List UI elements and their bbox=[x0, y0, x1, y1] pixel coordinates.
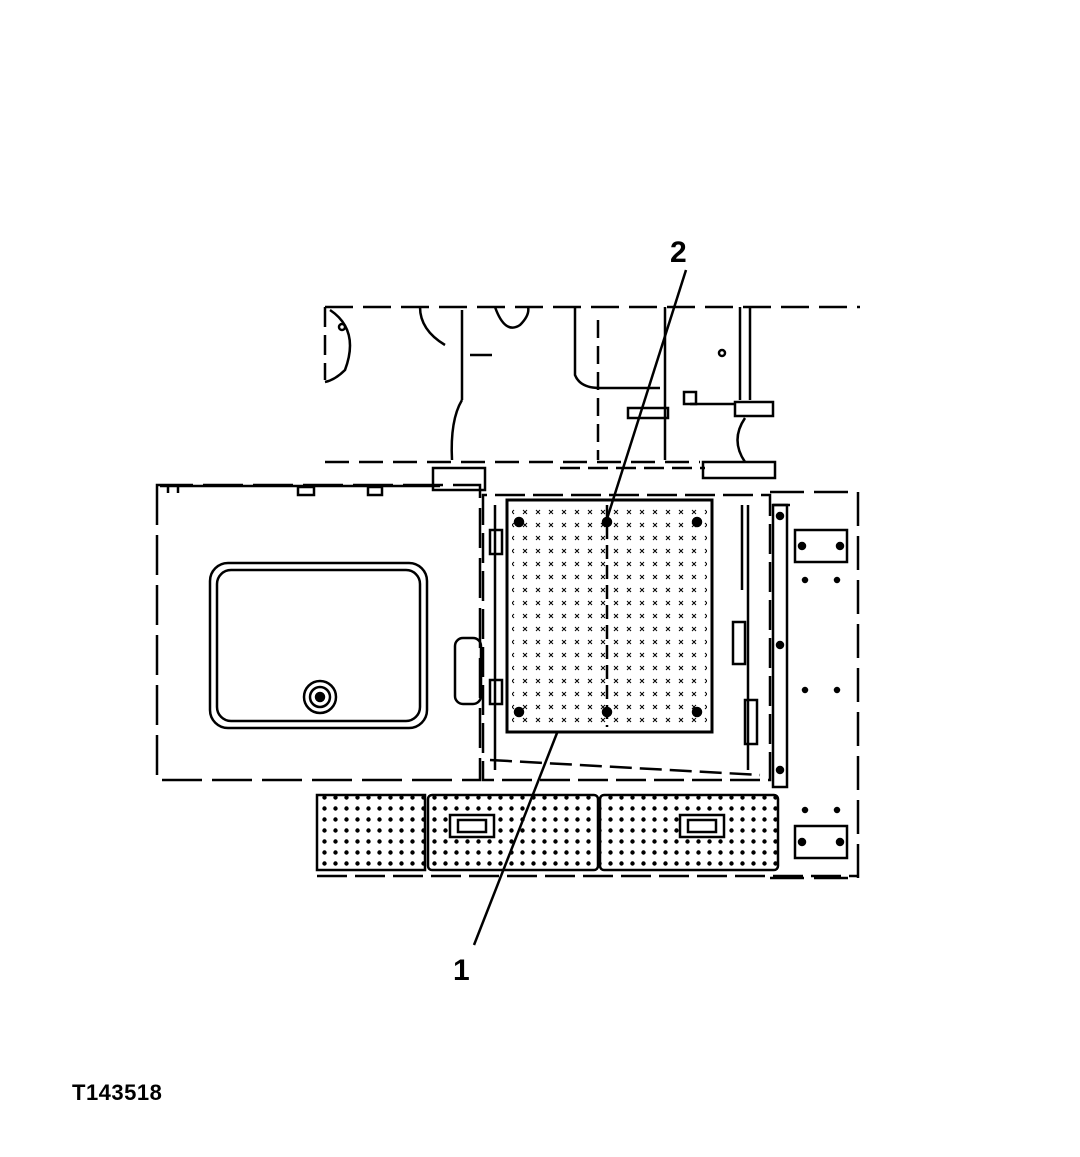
mount-plate-bottom-bolt-1 bbox=[797, 837, 807, 847]
door-latch-outer bbox=[302, 679, 338, 715]
rail-bolt-1 bbox=[775, 511, 785, 521]
bracket-plate-3 bbox=[701, 460, 777, 480]
frame-dot-2 bbox=[833, 576, 841, 584]
screen-bolt-bottom-left bbox=[513, 706, 525, 718]
mount-plate-top-bolt-1 bbox=[797, 541, 807, 551]
frame-dot-5 bbox=[801, 806, 809, 814]
upper-right-bolt bbox=[717, 348, 727, 358]
screen-bolt-top-left bbox=[513, 516, 525, 528]
rail-bolt-2 bbox=[775, 640, 785, 650]
filter-screen-mesh bbox=[512, 505, 707, 727]
hinge-block-bottom bbox=[488, 678, 504, 706]
tread-plate-left bbox=[315, 793, 427, 872]
right-frame-panel bbox=[770, 490, 860, 880]
upper-curved-bracket bbox=[324, 308, 352, 384]
door-hinge-top bbox=[431, 466, 487, 492]
frame-dot-4 bbox=[833, 686, 841, 694]
vertical-rod-bend bbox=[450, 399, 464, 461]
bracket-plate-2 bbox=[733, 400, 775, 418]
mount-plate-top-bolt-2 bbox=[835, 541, 845, 551]
mount-plate-top bbox=[793, 528, 849, 564]
upper-left-bolt bbox=[337, 322, 347, 332]
screen-bolt-bottom-right bbox=[691, 706, 703, 718]
right-latch-2 bbox=[743, 698, 759, 746]
screen-bolt-bottom-mid bbox=[601, 706, 613, 718]
callout-1-leader bbox=[472, 732, 559, 946]
frame-dot-6 bbox=[833, 806, 841, 814]
upper-hose bbox=[418, 306, 446, 347]
door-latch-inner bbox=[314, 691, 326, 703]
upper-mid-bracket bbox=[573, 307, 660, 390]
mount-plate-bottom bbox=[793, 824, 849, 860]
right-latch-1 bbox=[731, 620, 747, 666]
door-handle-slot bbox=[453, 636, 483, 706]
left-door-panel bbox=[155, 483, 482, 782]
bracket-plate-curve bbox=[736, 417, 747, 463]
frame-dot-3 bbox=[801, 686, 809, 694]
rail-bolt-3 bbox=[775, 765, 785, 775]
figure-id: T143518 bbox=[72, 1080, 163, 1105]
hinge-block-top bbox=[488, 528, 504, 556]
door-top-clip-2 bbox=[296, 485, 316, 497]
filter-screen-frame bbox=[505, 498, 714, 734]
bracket-plate-1 bbox=[626, 406, 670, 420]
door-top-clip-3 bbox=[366, 485, 384, 497]
callout-2-leader bbox=[604, 269, 688, 523]
door-latch-mid bbox=[308, 685, 332, 709]
tread-handle-left-inner bbox=[456, 818, 488, 834]
left-door-window-inner bbox=[215, 568, 422, 723]
callout-label-2: 2 bbox=[670, 236, 687, 269]
tread-handle-right-inner bbox=[686, 818, 718, 834]
frame-dot-1 bbox=[801, 576, 809, 584]
small-fitting bbox=[682, 390, 698, 406]
mount-plate-bottom-bolt-2 bbox=[835, 837, 845, 847]
callout-label-1: 1 bbox=[453, 954, 470, 987]
upper-hose-2 bbox=[493, 306, 530, 329]
compartment-outline bbox=[481, 493, 772, 782]
compartment-floor-line bbox=[489, 758, 761, 777]
right-frame-bar bbox=[771, 503, 789, 789]
screen-bolt-top-right bbox=[691, 516, 703, 528]
left-door-window bbox=[208, 561, 429, 730]
door-top-clip-1 bbox=[166, 487, 180, 493]
